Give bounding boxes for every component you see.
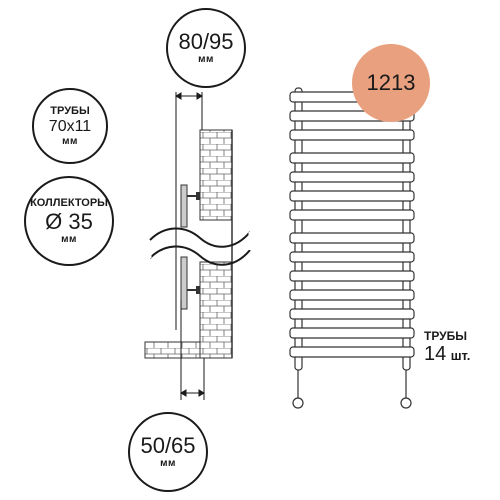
radiator-pipe <box>289 251 415 263</box>
pipes-spec-circle: ТРУБЫ 70x11 мм <box>32 88 108 164</box>
pipes-spec-unit: мм <box>62 135 78 147</box>
radiator-pipe <box>289 346 415 358</box>
pipes-spec-value: 70x11 <box>48 117 92 135</box>
break-wave <box>148 227 252 266</box>
radiator-pipe <box>289 270 415 282</box>
top-size-value: 80/95 <box>178 29 234 54</box>
radiator-pipe <box>289 171 415 183</box>
radiator-pipe <box>289 152 415 164</box>
collectors-spec-circle: КОЛЛЕКТОРЫ Ø 35 мм <box>24 176 114 266</box>
radiator-front-view <box>289 87 415 409</box>
radiator-pipe <box>289 209 415 221</box>
collectors-spec-unit: мм <box>61 233 77 245</box>
floor-bricks <box>144 341 201 359</box>
pipes-spec-label: ТРУБЫ <box>50 104 90 117</box>
pipes-count-note: ТРУБЫ 14 шт. <box>424 330 470 366</box>
radiator-pipe <box>289 190 415 202</box>
radiator-pipe <box>289 308 415 320</box>
pipes-count-value: 14 <box>424 343 447 365</box>
dimension-bottom <box>180 300 205 400</box>
pipes-count-label: ТРУБЫ <box>424 329 468 343</box>
bottom-size-value: 50/65 <box>140 433 196 458</box>
height-badge: 1213 <box>352 44 430 122</box>
collectors-spec-value: Ø 35 <box>45 208 93 234</box>
bottom-size-unit: мм <box>160 458 176 469</box>
top-size-unit: мм <box>198 54 214 65</box>
collectors-spec-label: КОЛЛЕКТОРЫ <box>30 196 108 209</box>
radiator-pipe <box>289 289 415 301</box>
radiator-pipe <box>289 129 415 141</box>
radiator-pipe <box>289 232 415 244</box>
dimension-top <box>175 92 203 330</box>
brick-wall <box>199 129 233 359</box>
top-size-circle: 80/95 мм <box>166 8 246 88</box>
radiator-pipe <box>289 327 415 339</box>
radiator-side-view <box>180 184 200 310</box>
bottom-size-circle: 50/65 мм <box>128 412 208 492</box>
pipes-count-unit: шт. <box>450 348 471 363</box>
height-badge-value: 1213 <box>366 70 416 95</box>
